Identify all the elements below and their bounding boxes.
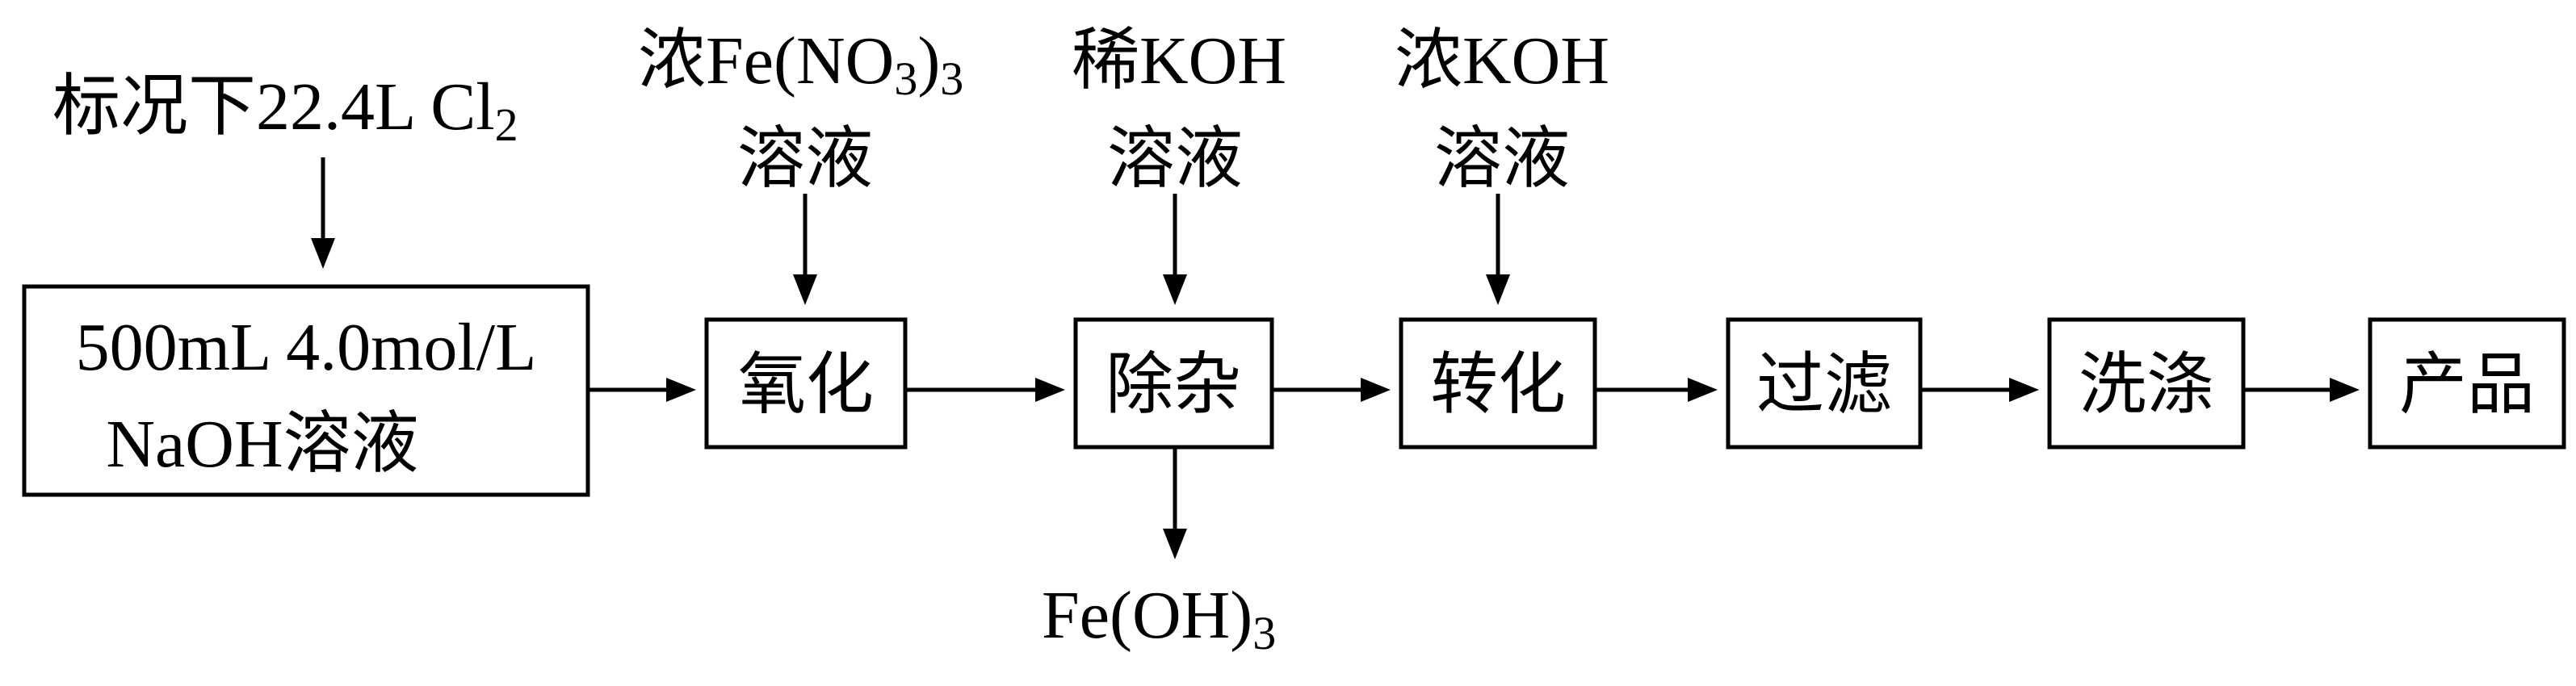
product-label: 产品 bbox=[2399, 348, 2535, 423]
conc-koh-input-arrow bbox=[1486, 194, 1510, 305]
impurity-removal-box bbox=[1073, 317, 1274, 450]
flow-arrow-4 bbox=[1595, 378, 1718, 402]
flow-arrow-6 bbox=[2243, 378, 2360, 402]
naoh-solution-line2: NaOH溶液 bbox=[106, 407, 418, 482]
flow-arrow-1 bbox=[588, 378, 696, 402]
conc-koh-label-line1: 浓KOH bbox=[1395, 23, 1609, 98]
conversion-label: 转化 bbox=[1430, 348, 1566, 423]
dilute-koh-label-line1: 稀KOH bbox=[1072, 23, 1286, 98]
dilute-koh-input-arrow bbox=[1163, 194, 1187, 305]
byproduct-label: Fe(OH)3 bbox=[1042, 578, 1276, 659]
conc-koh-label-line2: 溶液 bbox=[1434, 122, 1570, 197]
impurity-removal-label: 除杂 bbox=[1105, 348, 1241, 423]
iron-nitrate-label-line1: 浓Fe(NO3)3 bbox=[638, 23, 963, 105]
iron-nitrate-label-line2: 溶液 bbox=[737, 122, 873, 197]
iron-nitrate-input-arrow bbox=[793, 194, 817, 305]
product-box bbox=[2368, 317, 2566, 450]
naoh-solution-line1: 500mL 4.0mol/L bbox=[76, 310, 537, 385]
chlorine-input-arrow bbox=[311, 157, 335, 269]
flow-arrow-2 bbox=[905, 378, 1065, 402]
conversion-box bbox=[1399, 317, 1597, 450]
byproduct-output-arrow bbox=[1163, 449, 1187, 559]
flow-arrow-5 bbox=[1920, 378, 2039, 402]
filtration-box bbox=[1726, 317, 1923, 450]
oxidation-box bbox=[704, 317, 908, 450]
filtration-label: 过滤 bbox=[1756, 348, 1892, 423]
oxidation-label: 氧化 bbox=[738, 348, 874, 423]
dilute-koh-label-line2: 溶液 bbox=[1107, 122, 1243, 197]
washing-label: 洗涤 bbox=[2079, 348, 2214, 423]
chlorine-label: 标况下22.4L Cl2 bbox=[52, 69, 518, 151]
washing-box bbox=[2047, 317, 2246, 450]
flow-arrow-3 bbox=[1272, 378, 1391, 402]
naoh-solution-box bbox=[22, 284, 590, 497]
